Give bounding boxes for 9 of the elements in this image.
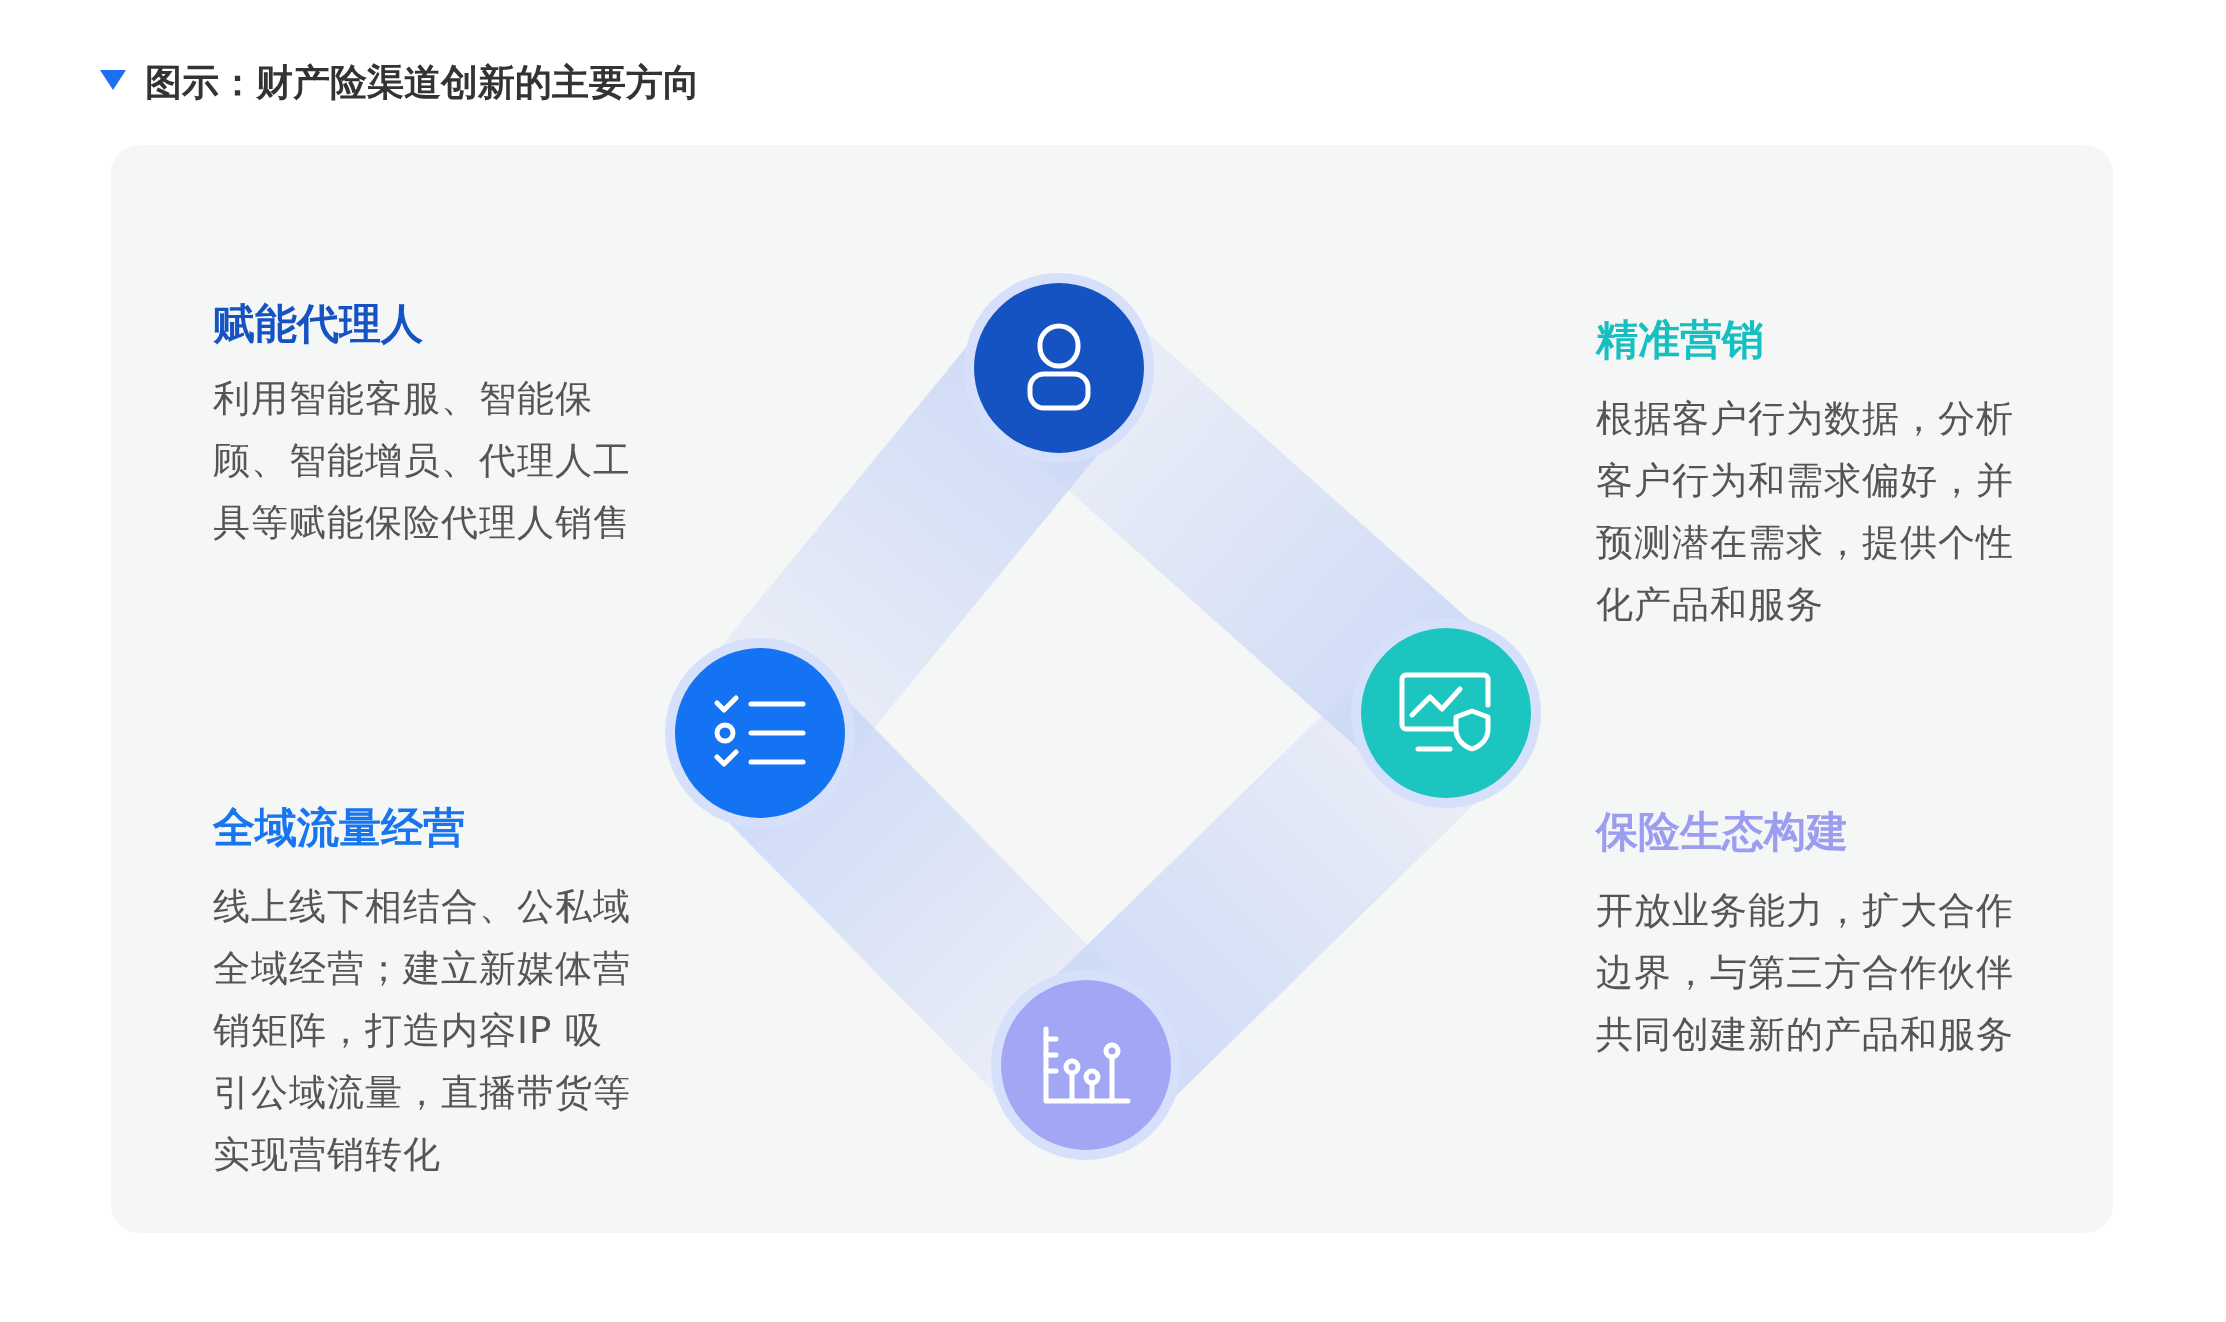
section-heading: 保险生态构建 <box>1596 806 1848 858</box>
section-description: 根据客户行为数据，分析客户行为和需求偏好，并预测潜在需求，提供个性化产品和服务 <box>1596 396 2015 628</box>
section-description: 利用智能客服、智能保顾、智能增员、代理人工具等赋能保险代理人销售 <box>213 376 632 546</box>
section-heading: 精准营销 <box>1596 314 1764 366</box>
section-description: 开放业务能力，扩大合作边界，与第三方合作伙伴共同创建新的产品和服务 <box>1596 888 2015 1058</box>
title: 图示：财产险渠道创新的主要方向 <box>145 60 700 106</box>
section-heading: 赋能代理人 <box>213 298 423 350</box>
section-description: 线上线下相结合、公私域全域经营；建立新媒体营销矩阵，打造内容IP 吸引公域流量，直播带货等实现营销转化 <box>213 884 632 1178</box>
section-heading: 全域流量经营 <box>213 802 465 854</box>
